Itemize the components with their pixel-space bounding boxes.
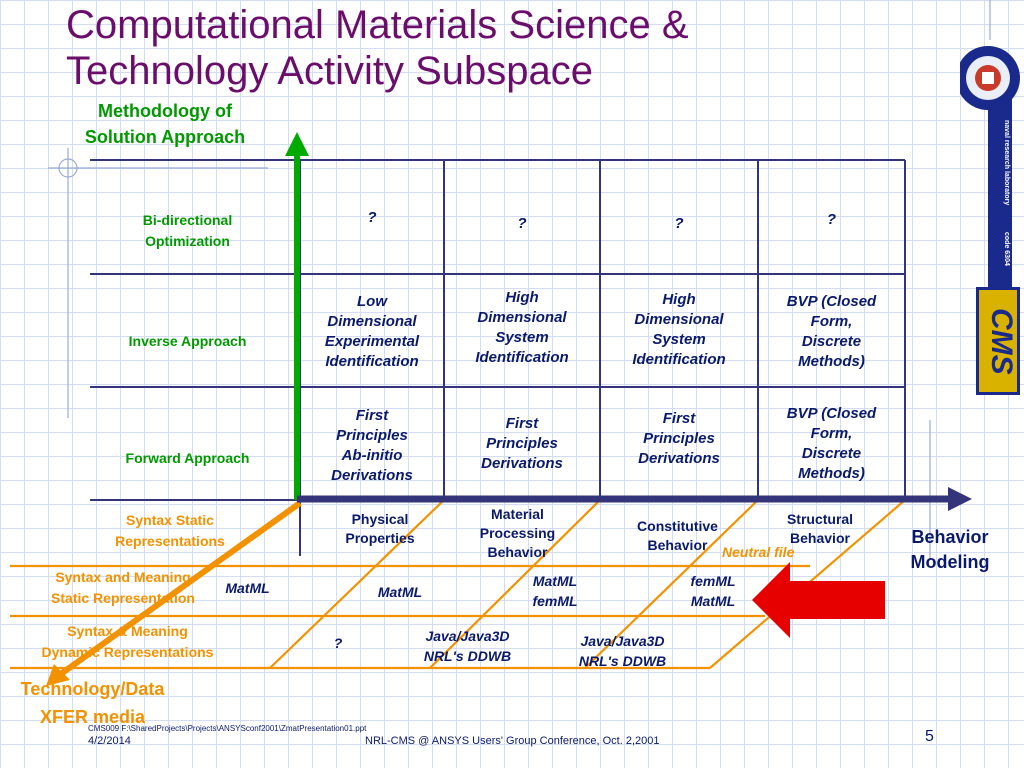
row-label-inverse: Inverse Approach: [128, 333, 247, 349]
page-number: 5: [925, 728, 934, 745]
red-pointer-arrow: [752, 562, 885, 638]
neutral-file-label: Neutral file: [722, 544, 795, 560]
banner-text-code: code 6304: [1003, 232, 1010, 266]
orange-grid: [10, 499, 906, 670]
footer-file-path: CMS009 F:\SharedProjects\Projects\ANSYSc…: [88, 724, 367, 733]
footer-date: 4/2/2014: [88, 735, 131, 747]
tech-cell-r3-c1: ?: [333, 635, 343, 651]
tech-row-syntax-static: Syntax Static Representations: [115, 512, 225, 549]
tech-row-syntax-meaning-dynamic: Syntax & Meaning Dynamic Representations: [41, 623, 214, 660]
cell-bi-4: ?: [826, 211, 837, 228]
behavior-axis-label: Behavior Modeling: [910, 527, 990, 572]
methodology-axis-label: Methodology of Solution Approach: [84, 101, 246, 147]
footer-conference: NRL-CMS @ ANSYS Users' Group Conference,…: [365, 735, 660, 747]
tech-row-syntax-meaning-static: Syntax and Meaning Static Representation: [51, 569, 195, 606]
methodology-axis-arrow: [285, 132, 309, 500]
page-title: Computational Materials Science & Techno…: [66, 3, 689, 93]
technology-axis-label: Technology/Data XFER media: [20, 679, 165, 727]
row-label-bidirectional: Bi-directional Optimization: [142, 212, 233, 249]
banner-text-nrl: naval research laboratory: [1003, 120, 1010, 206]
cell-bi-2: ?: [517, 215, 527, 232]
behavior-axis-arrow: [297, 487, 972, 511]
nrl-cms-logo-banner: naval research laboratory code 6304 CMS: [956, 42, 1024, 396]
cms-brand-text: CMS: [985, 308, 1018, 375]
cell-bi-3: ?: [674, 215, 684, 232]
cell-bi-1: ?: [367, 209, 377, 226]
tech-cell-r2-c1: MatML: [225, 580, 270, 596]
nrl-logo-graphic: [956, 46, 1020, 395]
tech-cell-r2-c2: MatML: [377, 584, 423, 600]
row-label-forward: Forward Approach: [125, 450, 250, 466]
technology-axis-arrow: [46, 500, 302, 686]
